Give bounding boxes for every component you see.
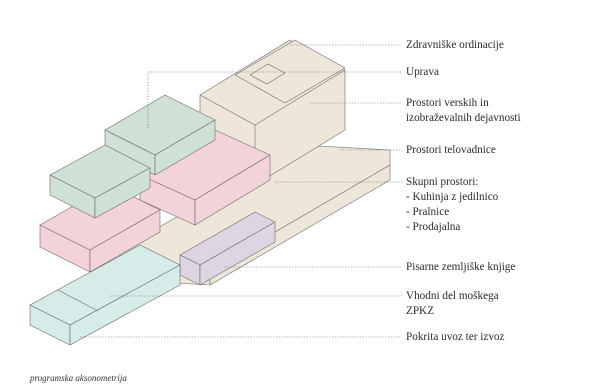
label-prodajalna: - Prodajalna xyxy=(406,221,461,233)
label-prostori-verskih-2: izobraževalnih dejavnosti xyxy=(406,112,521,124)
leader-lines xyxy=(80,44,402,338)
label-pokrita: Pokrita uvoz ter izvoz xyxy=(406,331,505,343)
label-zdravniske-ordinacije: Zdravniške ordinacije xyxy=(406,39,504,51)
block-pink-skupni xyxy=(39,129,271,273)
label-skupni-prostori: Skupni prostori: xyxy=(406,176,479,188)
block-uprava xyxy=(49,94,216,219)
block-pisarne xyxy=(179,211,276,286)
label-pisarne: Pisarne zemljiške knjige xyxy=(406,261,516,273)
block-vhodni-del xyxy=(29,244,181,346)
caption: programska aksonometrija xyxy=(30,373,127,383)
label-prostori-telovadnice: Prostori telovadnice xyxy=(406,144,496,156)
label-pralnice: - Pralnice xyxy=(406,206,450,218)
label-prostori-verskih-1: Prostori verskih in xyxy=(406,97,489,109)
label-vhodni-del-2: ZPKZ xyxy=(406,305,434,317)
block-zdravniske-ordinacije xyxy=(234,39,346,104)
label-vhodni-del-1: Vhodni del moškega xyxy=(406,290,499,302)
label-uprava: Uprava xyxy=(406,66,439,78)
label-kuhinja: - Kuhinja z jedilnico xyxy=(406,191,499,203)
